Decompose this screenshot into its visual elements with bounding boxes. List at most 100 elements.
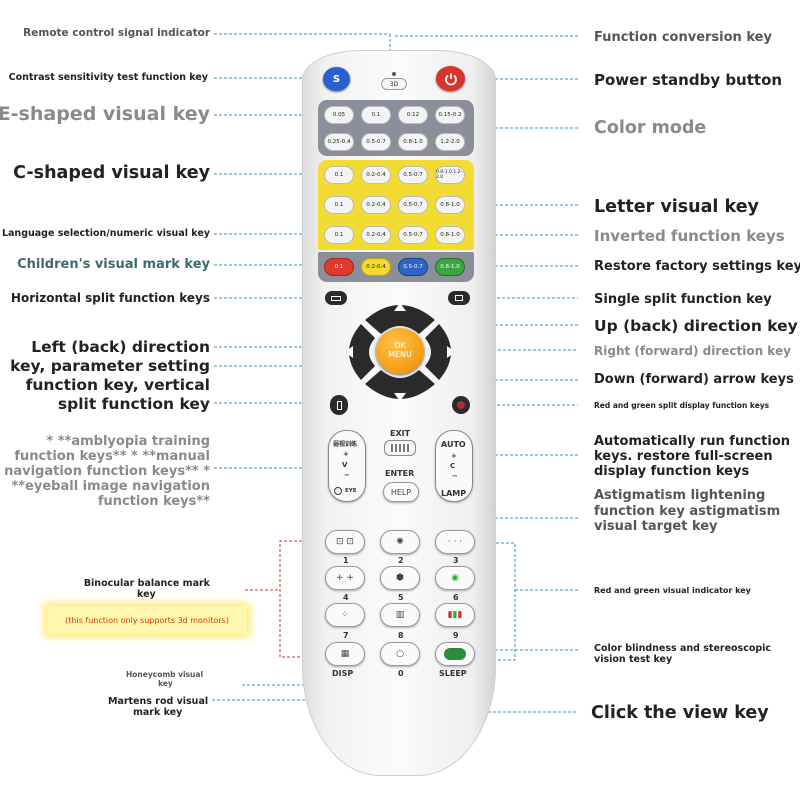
right-arrow-icon [447,346,455,358]
label-amblyopia-1: * **amblyopia training [46,434,210,449]
honeycomb-key[interactable]: ⬢ [380,566,420,590]
label-color-mode: Color mode [594,118,707,138]
red-green-indicator-key[interactable]: ◉ [435,566,475,590]
dot-grid-key[interactable]: ⁘ [325,603,365,627]
threed-button[interactable]: 3D [381,78,407,90]
c-key[interactable]: 0.8-1.0 1.2-2.0 [435,166,465,184]
disp-label: DISP [332,669,354,678]
letter-key[interactable]: 0.2-0.4 [361,196,391,214]
cross-key[interactable]: + + [325,566,365,590]
label-auto-3: display function keys [594,464,750,479]
help-button[interactable]: HELP [383,482,419,502]
label-honeycomb-1: Honeycomb visual [126,670,204,679]
c-plus-icon: + [451,452,457,460]
e-key[interactable]: 0.25-0.4 [324,133,354,151]
label-astig-3: visual target key [594,519,718,534]
power-button[interactable] [436,66,465,91]
e-key[interactable]: 0.5-0.7 [361,133,391,151]
cn-label: 弱视训练 [333,441,358,448]
color-bars-key[interactable]: ▮▮▮ [435,603,475,627]
single-split-button[interactable] [448,291,470,305]
label-color-blind-2: vision test key [594,654,673,665]
vertical-split-icon [336,400,342,410]
language-key[interactable]: 0.5-0.7 [398,226,428,244]
down-arrow-key [365,370,435,399]
vertical-split-button[interactable] [330,395,348,415]
martens-rod-key[interactable]: ▥ [380,603,420,627]
label-c-shaped: C-shaped visual key [13,163,210,183]
number-6: 6 [453,593,459,602]
sun-icon: ✺ [396,537,404,547]
ok-menu-button[interactable]: OK MENU [376,328,424,374]
label-letter: Letter visual key [594,197,759,217]
single-split-icon [455,295,463,301]
color-bars-icon: ▮▮▮ [447,610,463,620]
children-key-green[interactable]: 0.8-1.0 [435,258,465,276]
e-key[interactable]: 1.2-2.0 [435,133,465,151]
label-remote-signal: Remote control signal indicator [23,27,210,39]
e-key[interactable]: 0.05 [324,106,354,124]
letter-key[interactable]: 0.5-0.7 [398,196,428,214]
s-label: S [332,73,341,85]
c-key[interactable]: 0.5-0.7 [398,166,428,184]
number-1: 1 [343,556,349,565]
language-key[interactable]: 0.1 [324,226,354,244]
e-key[interactable]: 0.15-0.2 [435,106,465,124]
view-key[interactable]: ○ [380,642,420,666]
label-left-back-2: key, parameter setting [10,357,210,375]
children-key-blue[interactable]: 0.5-0.7 [398,258,428,276]
number-0: 0 [398,669,404,678]
note-3d-only: (this function only supports 3d monitors… [47,606,247,634]
number-3: 3 [453,556,459,565]
v-plus-icon: + [343,450,349,458]
eye-icon [334,487,342,495]
disp-key[interactable]: ▦ [325,642,365,666]
horizontal-split-button[interactable] [325,291,347,305]
auto-key[interactable] [435,430,473,502]
label-auto-2: keys. restore full-screen [594,449,773,464]
label-up: Up (back) direction key [594,317,798,335]
v-minus-icon: − [344,471,350,479]
label-red-green-split: Red and green split display function key… [594,401,770,410]
enter-label: ENTER [385,469,415,478]
label-down: Down (forward) arrow keys [594,372,794,387]
label-auto-1: Automatically run function [594,434,791,449]
letter-key[interactable]: 0.8-1.0 [435,196,465,214]
label-horizontal-split: Horizontal split function keys [10,291,210,305]
number-9: 9 [453,631,459,640]
astigmatism-key[interactable]: ✺ [380,530,420,554]
dots-key[interactable]: · · · [435,530,475,554]
label-contrast: Contrast sensitivity test function key [8,72,208,83]
label-amblyopia-3: navigation function keys** * [4,464,210,479]
language-key[interactable]: 0.8-1.0 [435,226,465,244]
label-children: Children's visual mark key [17,257,210,272]
exit-grid-icon [391,444,409,452]
up-arrow-key [365,305,435,334]
number-8: 8 [398,631,404,640]
red-green-split-icon [457,401,465,409]
e-key[interactable]: 0.1 [361,106,391,124]
exit-label: EXIT [390,429,411,438]
e-key[interactable]: 0.12 [398,106,428,124]
label-astig-1: Astigmatism lightening [594,488,766,503]
letter-key[interactable]: 0.1 [324,196,354,214]
label-martens-2: mark key [133,707,183,718]
number-7: 7 [343,631,349,640]
language-key[interactable]: 0.2-0.4 [361,226,391,244]
c-key[interactable]: 0.2-0.4 [361,166,391,184]
direction-pad [345,303,455,401]
remote-control [302,50,496,776]
c-key[interactable]: 0.1 [324,166,354,184]
binocular-key[interactable]: ⊡ ⊡ [325,530,365,554]
label-amblyopia-5: function keys** [97,494,210,509]
children-key-red[interactable]: 0.1 [324,258,354,276]
red-green-split-button[interactable] [452,396,470,414]
down-arrow-icon [394,393,406,401]
label-restore: Restore factory settings key [594,259,800,274]
e-key[interactable]: 0.8-1.0 [398,133,428,151]
sleep-label: SLEEP [439,669,467,678]
children-key-yellow[interactable]: 0.2-0.4 [361,258,391,276]
color-blind-key[interactable] [435,642,475,666]
label-color-blind-1: Color blindness and stereoscopic [594,643,772,654]
s-button[interactable]: S [323,67,350,91]
